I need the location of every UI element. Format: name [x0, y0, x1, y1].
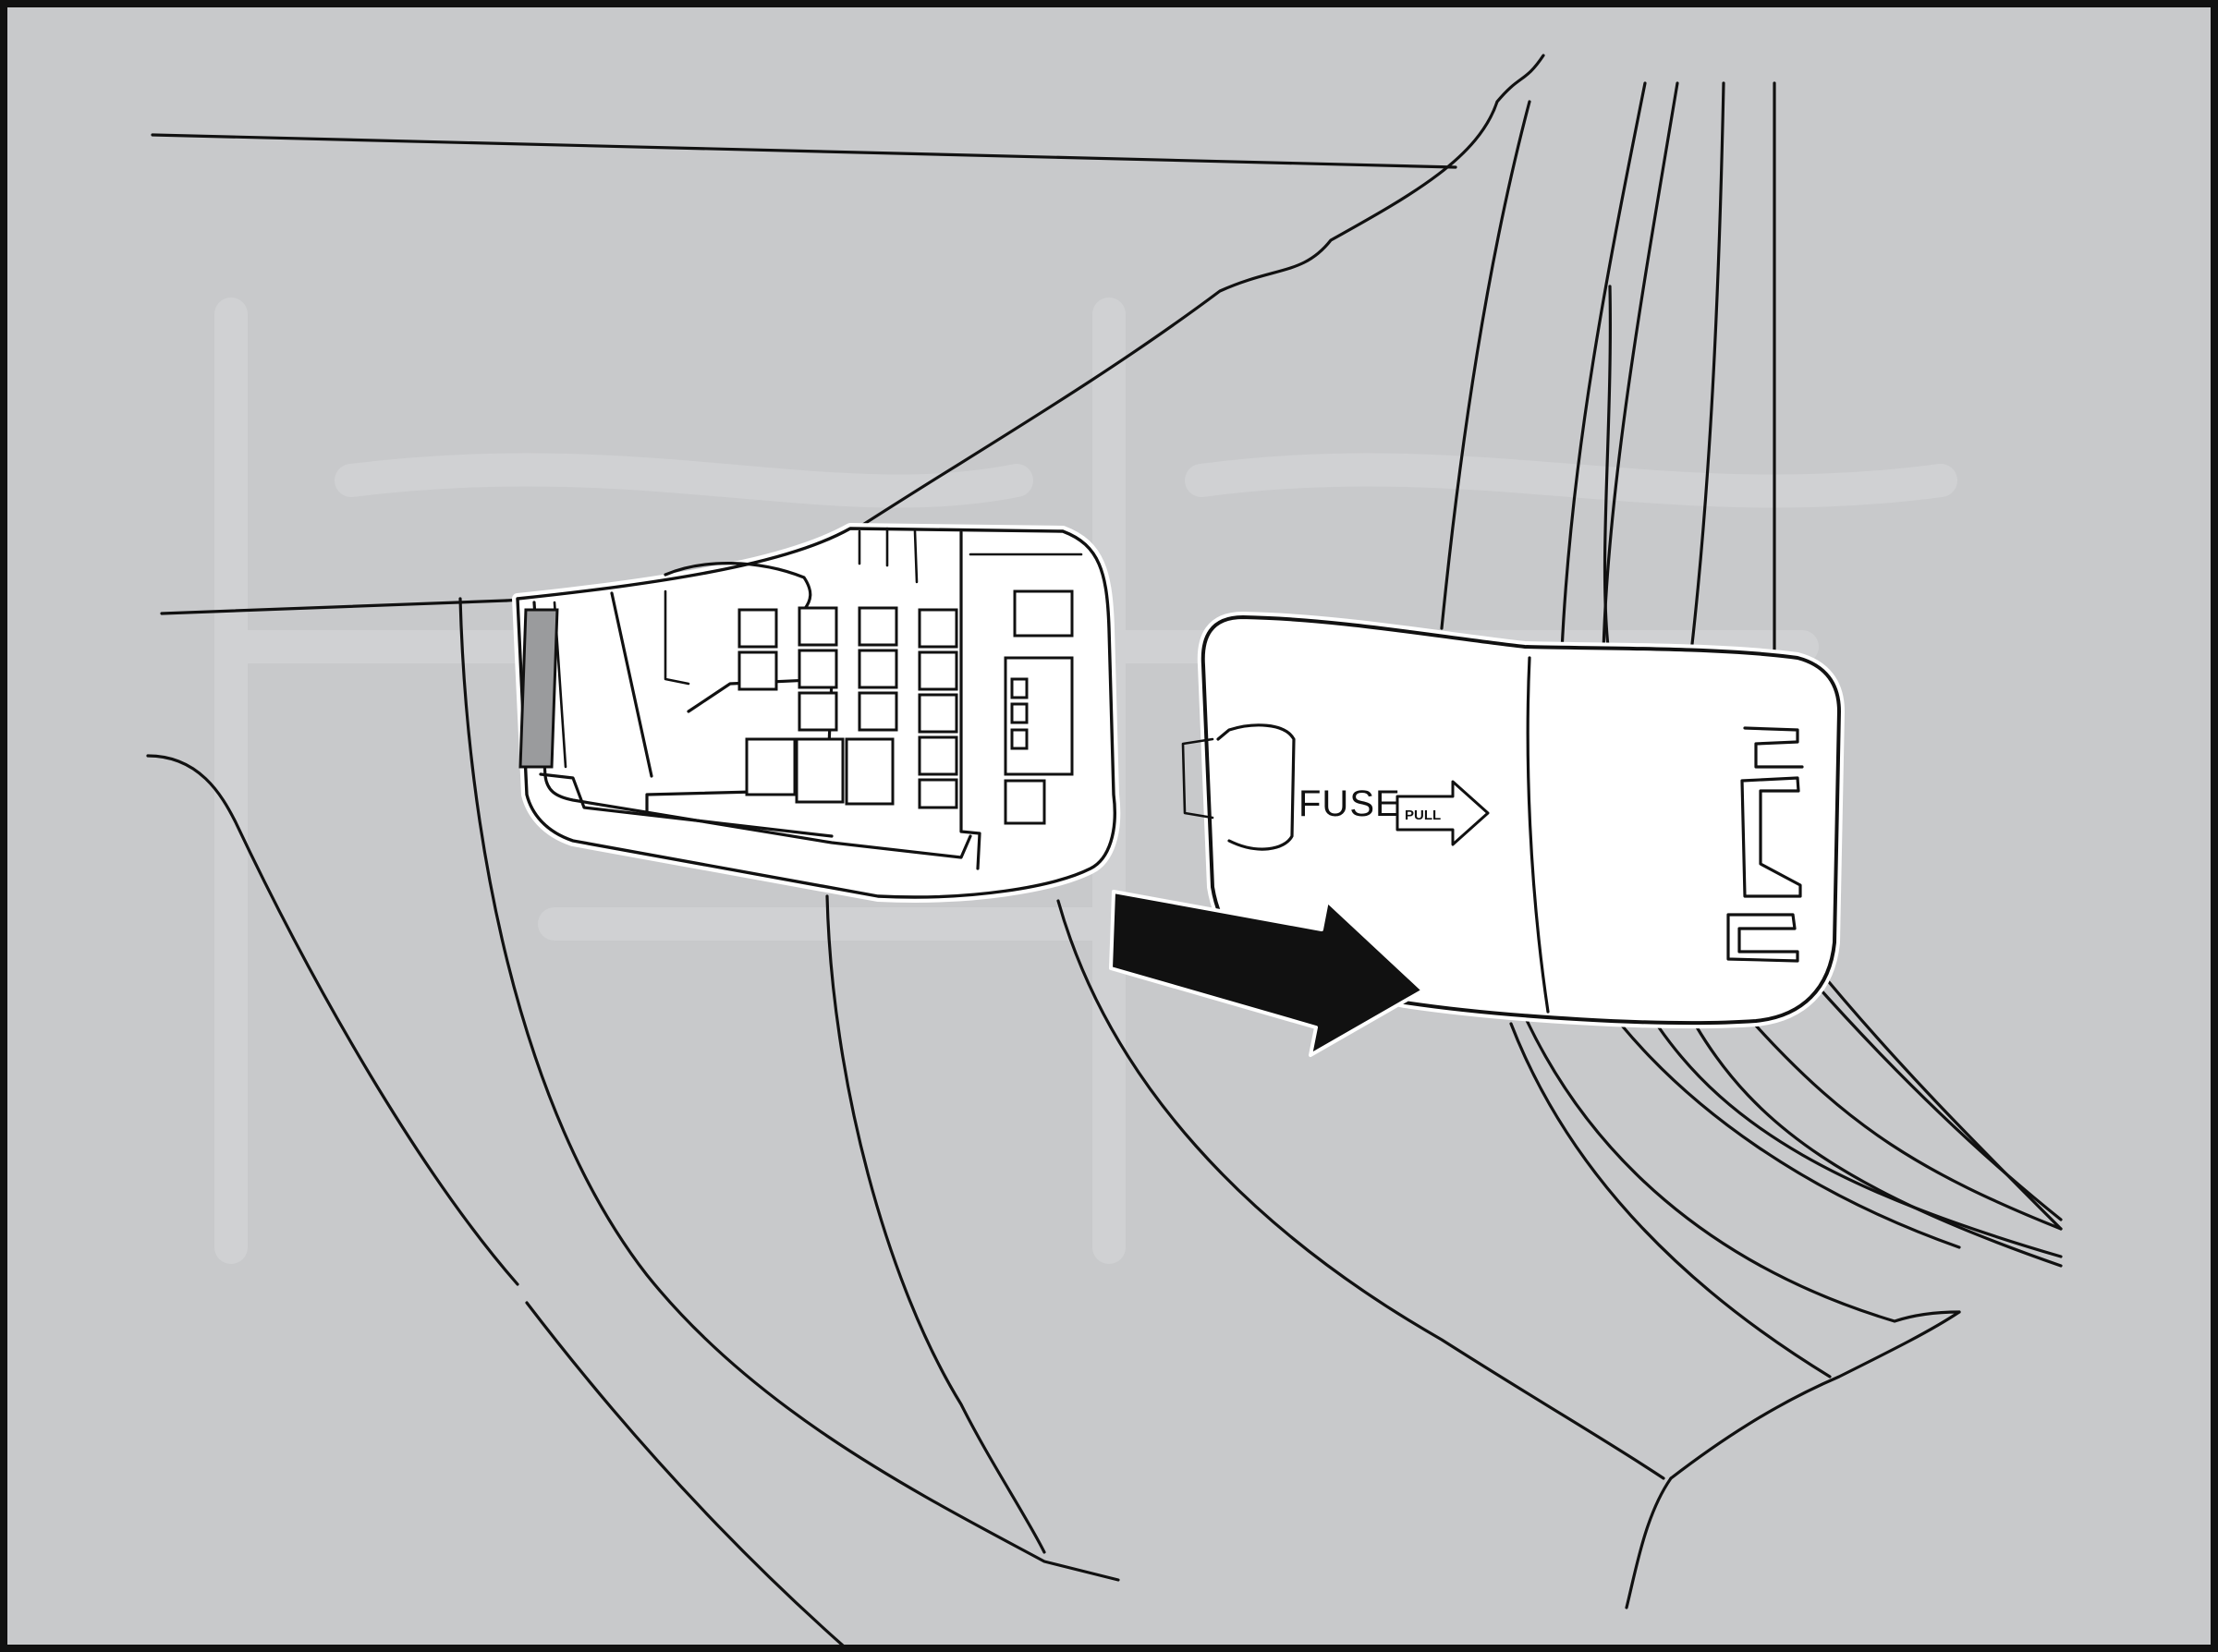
- cover-pull-label: PULL: [1405, 808, 1441, 823]
- cover-finger-notch: [1216, 723, 1296, 851]
- fuse-box-side-wall: [518, 608, 559, 769]
- pull-tab-arrow-icon: [1395, 780, 1490, 846]
- fuse-box-cover: FUSE PULL: [1181, 612, 1845, 1029]
- fuse-box-recess: [512, 523, 1121, 903]
- fuse-slots: [737, 606, 958, 809]
- cover-fuse-label: FUSE: [1298, 783, 1401, 824]
- pull-direction-arrow-icon: [1109, 890, 1425, 1057]
- wiring-harness: [1440, 81, 2063, 1268]
- relay-connectors: [858, 527, 1083, 870]
- dashboard-panel-lines: [146, 54, 1961, 1652]
